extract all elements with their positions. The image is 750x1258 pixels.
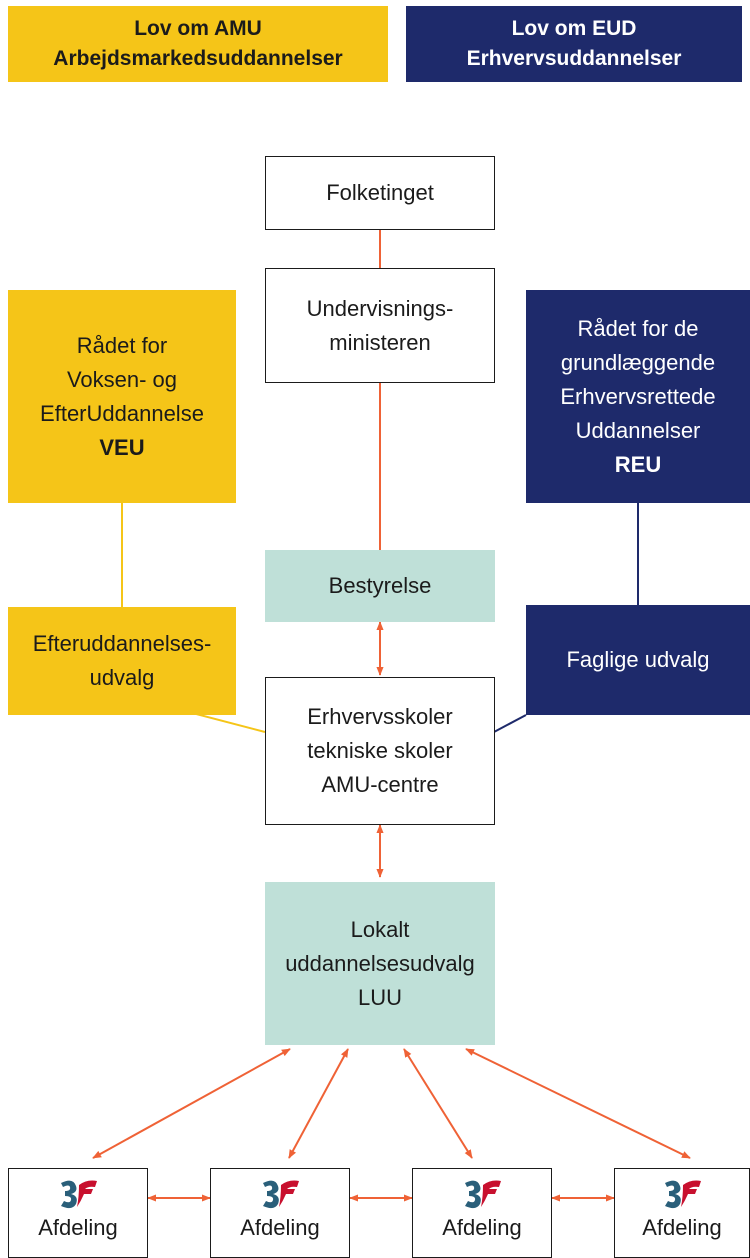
header-eud-line1: Lov om EUD xyxy=(511,17,637,40)
afdeling-label-1: Afdeling xyxy=(38,1215,118,1240)
veu-line2: Voksen- og xyxy=(66,366,178,392)
faglige-box: Faglige udvalg xyxy=(526,605,750,715)
skoler-line3: AMU-centre xyxy=(321,772,439,797)
veu-box: Rådet for Voksen- og EfterUddannelse VEU xyxy=(8,290,236,503)
afdeling-box-3: Afdeling xyxy=(412,1168,552,1258)
afdeling-label-4: Afdeling xyxy=(642,1215,722,1240)
header-eud-line2: Erhvervsuddannelser xyxy=(466,47,682,70)
line-faglige-skoler xyxy=(493,714,527,733)
veu-acronym: VEU xyxy=(99,434,145,460)
arrow-luu-afdeling-2 xyxy=(288,1048,349,1159)
veu-line3: EfterUddannelse xyxy=(40,400,204,426)
luu-line3: LUU xyxy=(357,984,402,1010)
skoler-line1: Erhvervsskoler xyxy=(307,704,453,729)
afdeling-box-4: Afdeling xyxy=(614,1168,750,1258)
3f-logo-icon xyxy=(665,1180,701,1209)
efterudd-box: Efteruddannelses- udvalg xyxy=(8,607,236,715)
bestyrelse-box: Bestyrelse xyxy=(265,550,495,622)
3f-logo-icon xyxy=(263,1180,299,1209)
folketinget-box: Folketinget xyxy=(265,156,495,230)
veu-line1: Rådet for xyxy=(76,332,168,358)
luu-line2: uddannelsesudvalg xyxy=(285,950,475,976)
efterudd-line1: Efteruddannelses- xyxy=(32,631,212,656)
afdeling-label-2: Afdeling xyxy=(240,1215,320,1240)
header-eud: Lov om EUD Erhvervsuddannelser xyxy=(406,6,742,82)
efterudd-line2: udvalg xyxy=(89,665,155,690)
3f-logo-icon xyxy=(465,1180,501,1209)
minister-box: Undervisnings- ministeren xyxy=(265,268,495,383)
reu-line3: Erhvervsrettede xyxy=(560,383,716,409)
folketinget-label: Folketinget xyxy=(326,180,434,205)
skoler-line2: tekniske skoler xyxy=(307,738,453,763)
header-amu: Lov om AMU Arbejdsmarkedsuddannelser xyxy=(8,6,388,82)
reu-line1: Rådet for de xyxy=(577,315,699,341)
luu-box: Lokalt uddannelsesudvalg LUU xyxy=(265,882,495,1045)
arrow-luu-afdeling-3 xyxy=(403,1048,473,1159)
faglige-label: Faglige udvalg xyxy=(566,647,710,672)
afdeling-label-3: Afdeling xyxy=(442,1215,522,1240)
arrow-luu-afdeling-4 xyxy=(465,1048,691,1159)
minister-line2: ministeren xyxy=(329,329,431,355)
bestyrelse-label: Bestyrelse xyxy=(328,573,432,598)
reu-acronym: REU xyxy=(614,451,662,477)
header-amu-line1: Lov om AMU xyxy=(134,17,262,40)
3f-logo-icon xyxy=(61,1180,97,1209)
header-amu-line2: Arbejdsmarkedsuddannelser xyxy=(53,47,343,70)
arrow-luu-afdeling-1 xyxy=(92,1048,291,1159)
luu-line1: Lokalt xyxy=(350,916,410,942)
reu-box: Rådet for de grundlæggende Erhvervsrette… xyxy=(526,290,750,503)
reu-line4: Uddannelser xyxy=(575,417,701,443)
afdeling-box-2: Afdeling xyxy=(210,1168,350,1258)
reu-line2: grundlæggende xyxy=(560,349,716,375)
afdeling-box-1: Afdeling xyxy=(8,1168,148,1258)
skoler-box: Erhvervsskoler tekniske skoler AMU-centr… xyxy=(265,677,495,825)
minister-line1: Undervisnings- xyxy=(306,295,454,321)
